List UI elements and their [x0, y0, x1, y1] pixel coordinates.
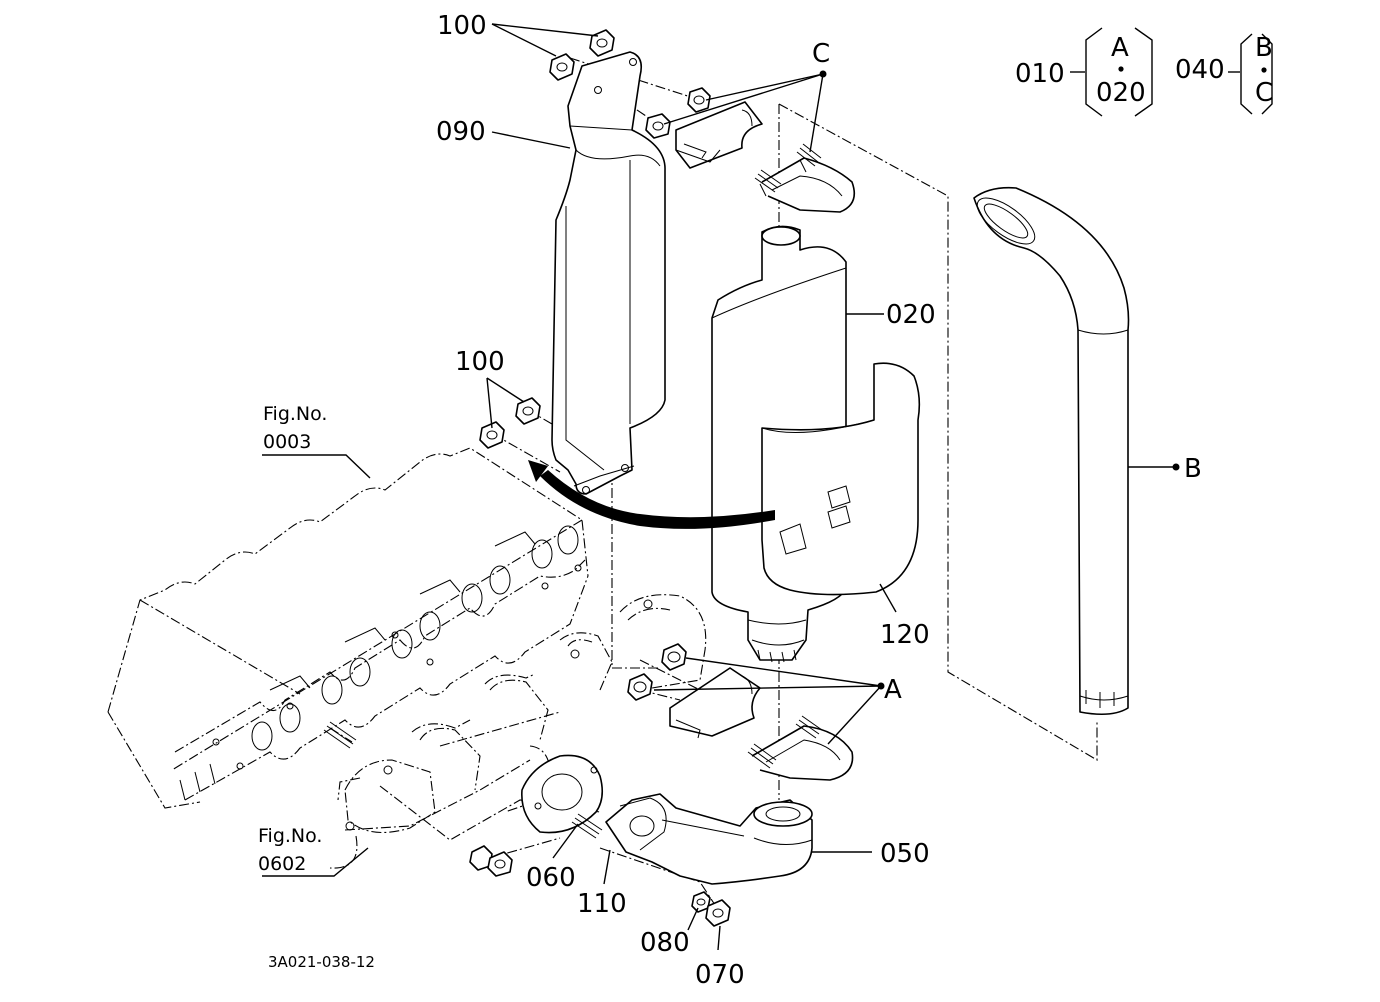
nuts-100-middle — [479, 397, 541, 449]
callout-050: 050 — [880, 839, 930, 869]
legend-040-bottom: C — [1255, 78, 1273, 108]
fig-ref-0003-line2: 0003 — [263, 431, 311, 453]
callout-100-middle: 100 — [455, 347, 505, 377]
legend-010-bottom: 020 — [1096, 78, 1146, 108]
callout-100-top: 100 — [437, 11, 487, 41]
exhaust-elbow-050 — [605, 793, 813, 885]
ref-dot-b — [1172, 463, 1180, 471]
callout-c: C — [812, 39, 830, 69]
legend-group-010 — [1070, 27, 1153, 117]
drawing-code: 3A021-038-12 — [268, 953, 375, 971]
stud-060 — [323, 721, 603, 839]
muffler-cover-120 — [761, 362, 921, 596]
fig-ref-0003-line1: Fig.No. — [263, 403, 327, 425]
legend-040: 040 — [1175, 55, 1225, 85]
callout-090: 090 — [436, 117, 486, 147]
callout-070: 070 — [695, 960, 745, 990]
gasket-110 — [521, 754, 604, 834]
fig-ref-0602-line1: Fig.No. — [258, 825, 322, 847]
fig-ref-0602-line2: 0602 — [258, 853, 306, 875]
nut-070 — [705, 899, 731, 927]
manifold-nuts — [469, 845, 513, 877]
callout-060: 060 — [526, 863, 576, 893]
heat-shield-090 — [551, 51, 666, 495]
callout-b: B — [1184, 454, 1202, 484]
ref-dot-c — [819, 70, 827, 78]
callout-110: 110 — [577, 889, 627, 919]
exhaust-manifold — [329, 594, 707, 869]
lower-clamp-a — [627, 643, 854, 781]
legend-040-top: B — [1255, 33, 1273, 63]
engine-cylinder-head — [107, 447, 589, 809]
legend-010: 010 — [1015, 59, 1065, 89]
leader-lines — [262, 23, 1176, 951]
callout-120: 120 — [880, 620, 930, 650]
nuts-100-top — [549, 29, 615, 81]
tail-pipe-040 — [973, 186, 1130, 716]
legend-010-top: A — [1111, 33, 1129, 63]
legend-group-040 — [1228, 33, 1273, 115]
callout-020: 020 — [886, 300, 936, 330]
ref-dot-a — [877, 682, 885, 690]
assembly-arrow — [528, 460, 775, 529]
upper-clamp-c — [645, 87, 856, 213]
callout-a: A — [884, 675, 902, 705]
callout-080: 080 — [640, 928, 690, 958]
